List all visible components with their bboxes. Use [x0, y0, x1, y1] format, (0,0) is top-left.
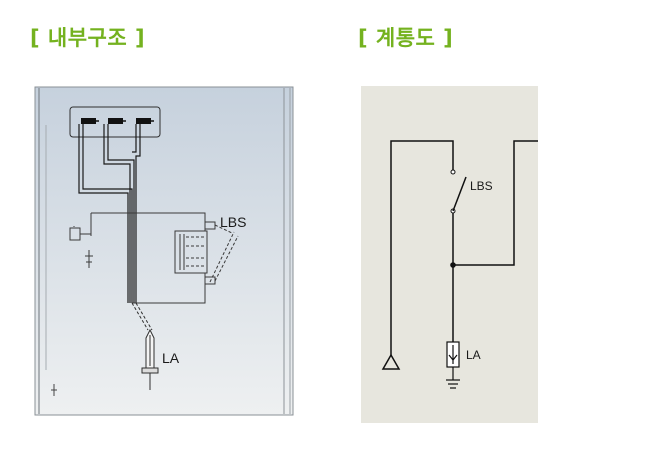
lbs-label-structure: LBS — [220, 214, 246, 230]
internal-structure-heading: [ 내부구조 ] — [30, 26, 146, 50]
bushing-box — [69, 106, 161, 138]
lbs-label-diagram: LBS — [470, 179, 493, 193]
la-symbol — [446, 341, 460, 389]
lbs-mechanism — [90, 212, 216, 304]
bushing-3 — [136, 118, 151, 124]
cable-bundle — [78, 124, 141, 303]
lbs-switch-symbol — [450, 169, 467, 214]
operating-handle — [69, 226, 93, 268]
single-line-diagram: LBS LA — [361, 86, 538, 423]
diagram-background — [361, 86, 538, 423]
single-line-diagram-heading: [ 계통도 ] — [358, 26, 454, 50]
ground-triangle-symbol — [381, 353, 401, 370]
lightning-arrester — [131, 302, 159, 390]
bushing-1 — [81, 118, 96, 124]
bushing-2 — [108, 118, 123, 124]
cabinet-body — [34, 86, 294, 416]
cabinet-illustration: LBS LA — [34, 86, 294, 416]
lbs-linkage — [186, 224, 239, 283]
junction-dot — [450, 262, 456, 268]
la-label-structure: LA — [162, 350, 180, 366]
la-label-diagram: LA — [466, 348, 481, 362]
diagram-wiring — [390, 140, 538, 355]
